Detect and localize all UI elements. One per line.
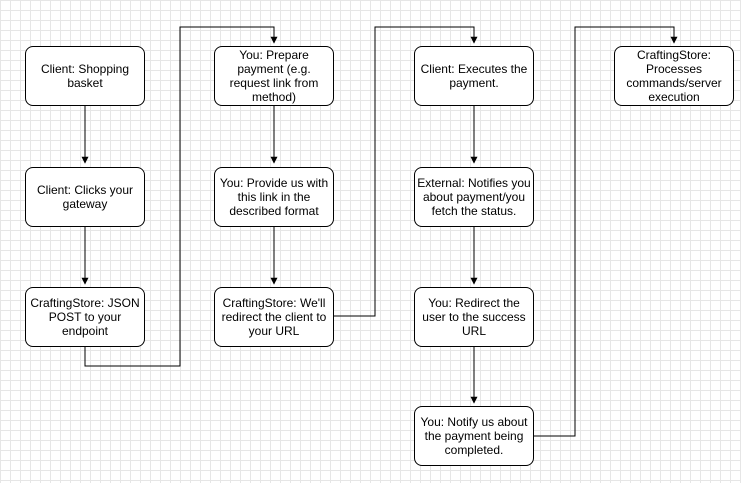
node-client-clicks-gateway[interactable]: Client: Clicks your gateway [25,167,145,227]
node-label: CraftingStore: JSON POST to your endpoin… [30,296,140,338]
node-external-notifies[interactable]: External: Notifies you about payment/you… [414,167,534,227]
node-you-notify-us[interactable]: You: Notify us about the payment being c… [414,406,534,466]
node-client-executes-payment[interactable]: Client: Executes the payment. [414,46,534,106]
connector-n3-n4 [84,26,278,367]
node-label: You: Redirect the user to the success UR… [422,296,526,338]
node-label: You: Provide us with this link in the de… [219,176,329,218]
connector-n6-n7 [334,26,478,317]
node-label: CraftingStore: We'll redirect the client… [221,296,327,338]
node-craftingstore-processes[interactable]: CraftingStore: Processes commands/server… [614,46,734,106]
node-client-shopping-basket[interactable]: Client: Shopping basket [25,46,145,106]
node-label: CraftingStore: Processes commands/server… [626,48,722,104]
node-you-redirect-user[interactable]: You: Redirect the user to the success UR… [414,287,534,347]
node-craftingstore-redirect[interactable]: CraftingStore: We'll redirect the client… [214,287,334,347]
node-label: Client: Executes the payment. [420,62,528,90]
connector-n10-n11 [534,26,678,437]
node-craftingstore-json-post[interactable]: CraftingStore: JSON POST to your endpoin… [25,287,145,347]
node-label: External: Notifies you about payment/you… [417,176,531,218]
node-label: You: Prepare payment (e.g. request link … [229,48,319,104]
node-label: You: Notify us about the payment being c… [420,415,528,457]
node-label: Client: Clicks your gateway [36,183,134,211]
node-you-prepare-payment[interactable]: You: Prepare payment (e.g. request link … [214,46,334,106]
node-label: Client: Shopping basket [40,62,130,90]
node-you-provide-link[interactable]: You: Provide us with this link in the de… [214,167,334,227]
